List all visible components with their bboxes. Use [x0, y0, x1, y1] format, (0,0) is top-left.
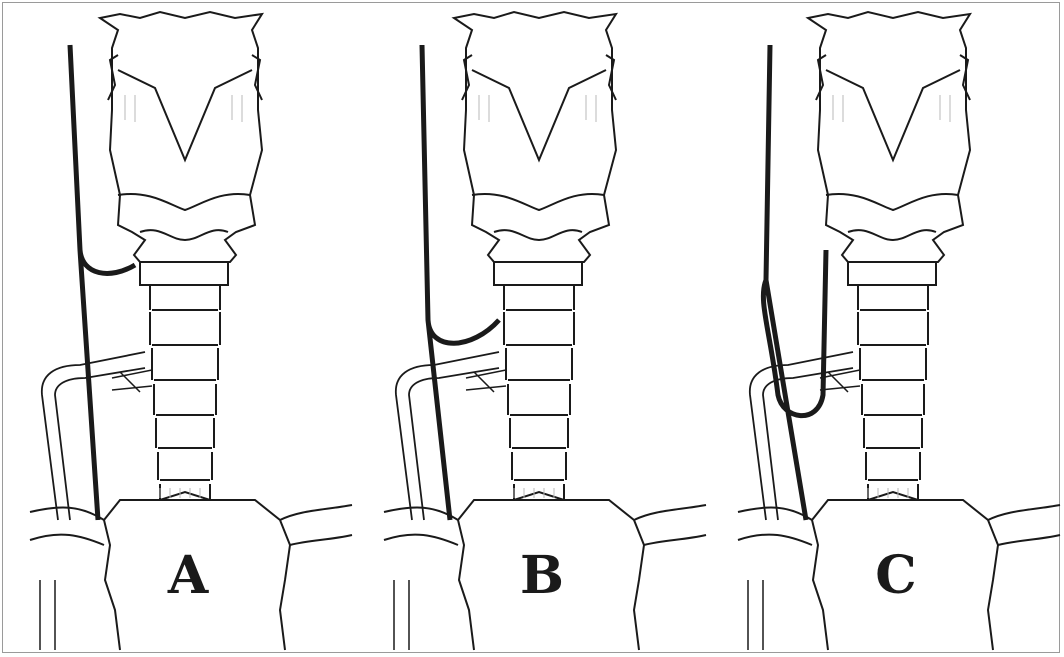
trachea	[504, 285, 574, 500]
thyroid-cartilage	[808, 12, 970, 262]
clavicle-right	[634, 505, 706, 545]
panel-a: A	[0, 0, 354, 657]
thyroid-cartilage	[454, 12, 616, 262]
clavicle-right	[988, 505, 1060, 545]
trachea	[150, 285, 220, 500]
panel-c: C	[708, 0, 1062, 657]
clavicle-right	[280, 505, 352, 545]
cricoid-cartilage	[848, 262, 936, 285]
thyroid-cartilage	[100, 12, 262, 262]
laryngeal-nerve	[763, 45, 826, 520]
clavicle-left	[738, 507, 812, 545]
laryngeal-nerve	[422, 45, 499, 520]
cricoid-cartilage	[494, 262, 582, 285]
trachea	[858, 285, 928, 500]
panel-b: B	[354, 0, 708, 657]
panel-label-b: B	[512, 548, 572, 604]
cricoid-cartilage	[140, 262, 228, 285]
panel-label-c: C	[866, 548, 926, 604]
panel-label-a: A	[158, 548, 218, 604]
clavicle-left	[30, 507, 104, 545]
